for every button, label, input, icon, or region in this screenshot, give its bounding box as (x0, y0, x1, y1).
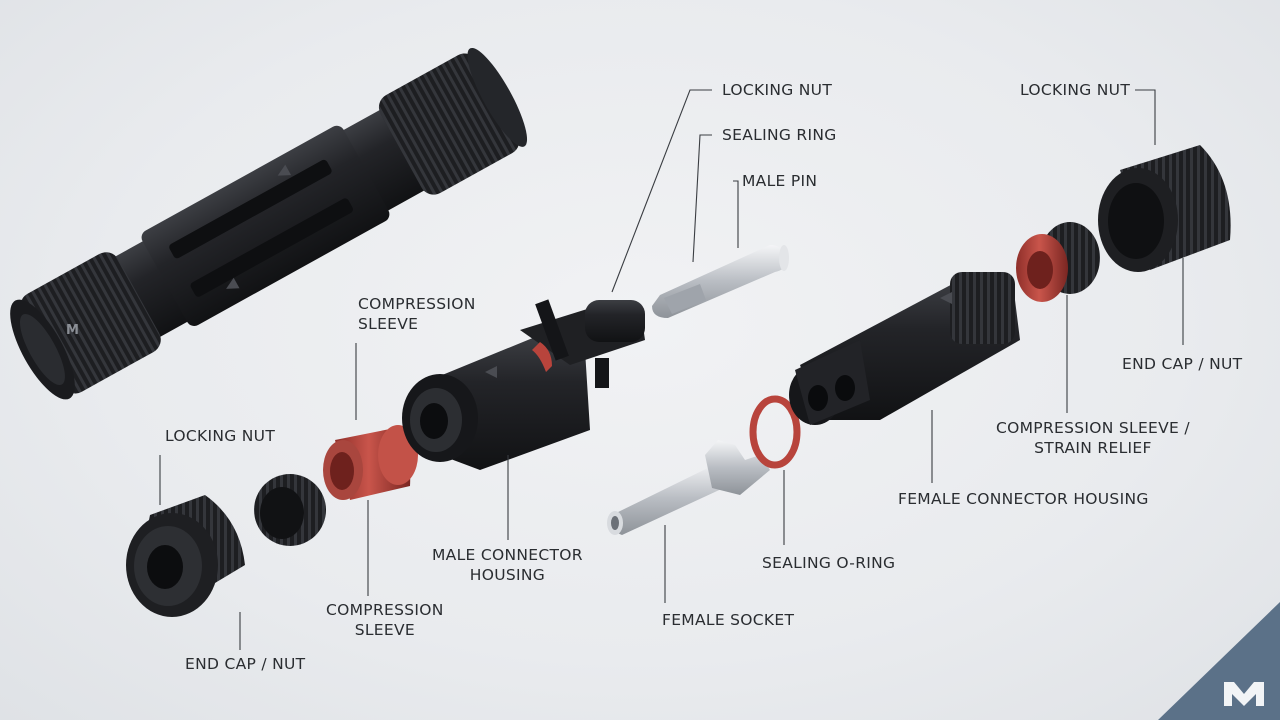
sealing-o-ring-part (749, 395, 801, 469)
label-male-housing-line2: HOUSING (469, 566, 546, 584)
label-right-locking-nut: LOCKING NUT (1020, 81, 1131, 99)
assembled-connector: M (10, 47, 528, 400)
label-strain-relief-line1: COMPRESSION SLEEVE / (996, 419, 1190, 437)
label-left-end-cap: END CAP / NUT (185, 655, 306, 673)
label-compression-sleeve-bottom-line2: SLEEVE (354, 621, 415, 639)
left-end-cap-part (126, 495, 245, 617)
right-locking-nut-part (1098, 145, 1231, 272)
label-sealing-ring: SEALING RING (722, 126, 837, 144)
label-male-housing-line1: MALE CONNECTOR (432, 546, 583, 564)
label-center-locking-nut: LOCKING NUT (722, 81, 833, 99)
m-logo-icon (1224, 682, 1264, 706)
label-female-socket: FEMALE SOCKET (662, 611, 795, 629)
label-left-locking-nut: LOCKING NUT (165, 427, 276, 445)
label-female-housing: FEMALE CONNECTOR HOUSING (898, 490, 1149, 508)
label-compression-sleeve-bottom-line1: COMPRESSION (326, 601, 444, 619)
label-compression-sleeve-bottom: COMPRESSION SLEEVE (326, 600, 444, 640)
label-compression-sleeve-top-line2: SLEEVE (358, 315, 419, 333)
label-strain-relief: COMPRESSION SLEEVE / STRAIN RELIEF (996, 418, 1190, 458)
label-compression-sleeve-top: COMPRESSION SLEEVE (358, 294, 476, 334)
label-male-pin: MALE PIN (742, 172, 818, 190)
corner-badge (1158, 602, 1280, 720)
left-compression-sleeve-part (323, 425, 418, 500)
strain-relief-part (1016, 222, 1100, 302)
label-sealing-o-ring: SEALING O-RING (762, 554, 896, 572)
label-male-housing: MALE CONNECTOR HOUSING (432, 545, 583, 585)
leader-lines (159, 89, 1184, 650)
label-right-end-cap: END CAP / NUT (1122, 355, 1243, 373)
label-strain-relief-line2: STRAIN RELIEF (1034, 439, 1152, 457)
female-socket-part (607, 440, 770, 535)
assembled-logo-mark: M (66, 323, 79, 338)
female-housing-part (789, 272, 1020, 425)
left-locking-nut-part (254, 474, 326, 546)
label-compression-sleeve-top-line1: COMPRESSION (358, 295, 476, 313)
male-pin-part (652, 245, 789, 318)
male-housing-part (402, 299, 645, 470)
